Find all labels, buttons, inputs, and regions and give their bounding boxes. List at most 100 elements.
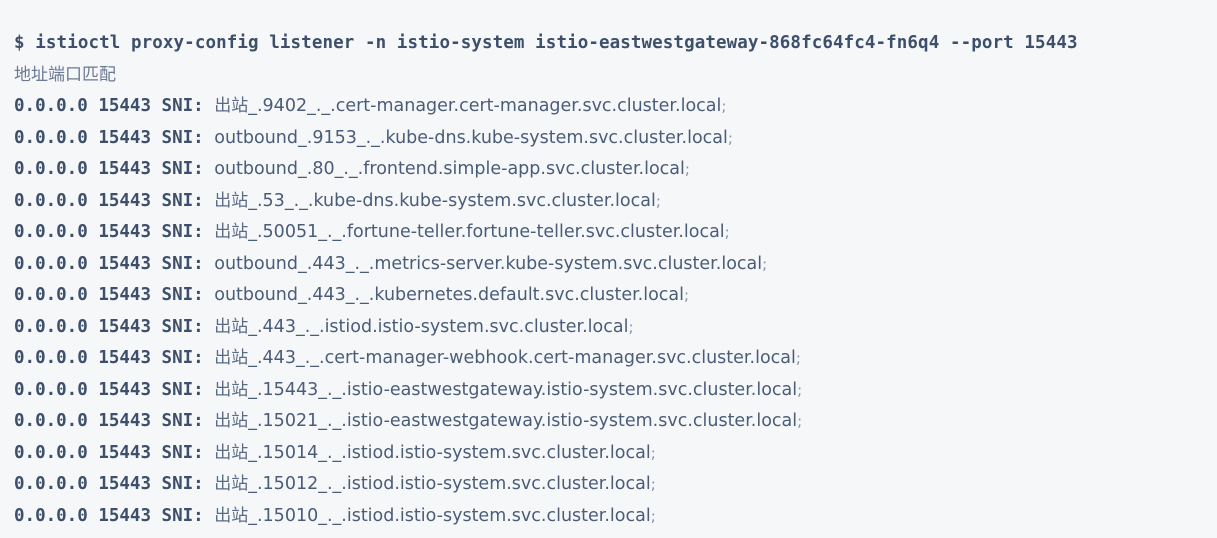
traffic-direction: 出站: [214, 442, 249, 463]
sni-destination: _.443_._.istiod.istio-system.svc.cluster…: [248, 316, 629, 337]
command-text: istioctl proxy-config listener -n istio-…: [35, 33, 1078, 53]
sni-destination: _.80_._.frontend.simple-app.svc.cluster.…: [298, 159, 685, 179]
spacer: [151, 348, 162, 368]
listener-row: 0.0.0.0 15443 SNI: 出站_.443_._.istiod.ist…: [14, 312, 1217, 344]
spacer: [88, 285, 99, 305]
traffic-direction: 出站: [214, 379, 249, 400]
traffic-direction: 出站: [214, 190, 249, 211]
spacer: [151, 254, 162, 274]
traffic-direction: outbound: [214, 285, 299, 305]
line-terminator: ;: [650, 443, 656, 462]
traffic-direction: outbound: [214, 127, 299, 148]
shell-prompt: $: [14, 33, 36, 53]
spacer: [151, 159, 162, 179]
spacer: [88, 191, 99, 211]
listener-port: 15443: [98, 190, 151, 211]
spacer: [88, 474, 99, 494]
listener-address: 0.0.0.0: [14, 222, 88, 242]
match-type-label: SNI:: [161, 316, 215, 337]
match-type-label: SNI:: [161, 127, 215, 148]
table-header: 地址端口匹配: [14, 64, 116, 85]
listener-row: 0.0.0.0 15443 SNI: 出站_.15021_._.istio-ea…: [14, 406, 1217, 438]
sni-destination: _.15012_._.istiod.istio-system.svc.clust…: [248, 474, 651, 494]
traffic-direction: 出站: [214, 222, 249, 242]
spacer: [151, 222, 162, 242]
sni-destination: _.443_._.cert-manager-webhook.cert-manag…: [248, 348, 796, 368]
spacer: [151, 443, 162, 463]
listener-port: 15443: [98, 411, 151, 431]
match-type-label: SNI:: [161, 379, 215, 400]
listener-row: 0.0.0.0 15443 SNI: 出站_.50051_._.fortune-…: [14, 217, 1217, 249]
listener-row: 0.0.0.0 15443 SNI: 出站_.15014_._.istiod.i…: [14, 438, 1217, 470]
listener-row: 0.0.0.0 15443 SNI: outbound_.80_._.front…: [14, 154, 1217, 186]
traffic-direction: outbound: [214, 159, 299, 179]
match-type-label: SNI:: [161, 96, 215, 116]
traffic-direction: 出站: [214, 505, 249, 526]
line-terminator: ;: [684, 160, 690, 178]
listener-port: 15443: [98, 96, 151, 116]
match-type-label: SNI:: [161, 190, 215, 211]
listener-address: 0.0.0.0: [14, 127, 88, 148]
match-type-label: SNI:: [161, 159, 215, 179]
listener-address: 0.0.0.0: [14, 348, 88, 368]
spacer: [88, 380, 99, 400]
listener-port: 15443: [98, 348, 151, 368]
listener-port: 15443: [98, 285, 151, 305]
listener-row: 0.0.0.0 15443 SNI: 出站_.53_._.kube-dns.ku…: [14, 186, 1217, 218]
line-terminator: ;: [655, 191, 661, 210]
listener-port: 15443: [98, 442, 151, 463]
listener-address: 0.0.0.0: [14, 96, 88, 116]
sni-destination: _.443_._.kubernetes.default.svc.cluster.…: [298, 285, 685, 305]
listener-address: 0.0.0.0: [14, 253, 88, 274]
listener-port: 15443: [98, 379, 151, 400]
sni-destination: _.15014_._.istiod.istio-system.svc.clust…: [248, 442, 651, 463]
spacer: [88, 96, 99, 116]
spacer: [151, 285, 162, 305]
spacer: [88, 254, 99, 274]
listener-address: 0.0.0.0: [14, 316, 88, 337]
match-type-label: SNI:: [161, 442, 215, 463]
match-type-label: SNI:: [161, 411, 215, 431]
listener-address: 0.0.0.0: [14, 190, 88, 211]
spacer: [88, 443, 99, 463]
spacer: [151, 380, 162, 400]
listener-row: 0.0.0.0 15443 SNI: 出站_.15443_._.istio-ea…: [14, 375, 1217, 407]
spacer: [151, 411, 162, 431]
line-terminator: ;: [650, 475, 656, 493]
listener-row: 0.0.0.0 15443 SNI: outbound_.9153_._.kub…: [14, 123, 1217, 155]
listener-address: 0.0.0.0: [14, 285, 88, 305]
listener-port: 15443: [98, 316, 151, 337]
match-type-label: SNI:: [161, 348, 215, 368]
listener-address: 0.0.0.0: [14, 442, 88, 463]
sni-destination: _.443_._.metrics-server.kube-system.svc.…: [298, 253, 763, 274]
listener-port: 15443: [98, 127, 151, 148]
listener-row: 0.0.0.0 15443 SNI: 出站_.15012_._.istiod.i…: [14, 469, 1217, 501]
listener-row: 0.0.0.0 15443 SNI: 出站_.443_._.cert-manag…: [14, 343, 1217, 375]
line-terminator: ;: [650, 506, 656, 525]
match-type-label: SNI:: [161, 253, 215, 274]
listener-row: 0.0.0.0 15443 SNI: 出站_.15010_._.istiod.i…: [14, 501, 1217, 533]
spacer: [151, 96, 162, 116]
listener-row: 0.0.0.0 15443 SNI: outbound_.443_._.metr…: [14, 249, 1217, 281]
line-terminator: ;: [721, 97, 727, 115]
listener-address: 0.0.0.0: [14, 505, 88, 526]
listener-address: 0.0.0.0: [14, 411, 88, 431]
spacer: [88, 411, 99, 431]
spacer: [88, 317, 99, 337]
sni-destination: _.50051_._.fortune-teller.fortune-teller…: [248, 222, 725, 242]
listener-port: 15443: [98, 222, 151, 242]
line-terminator: ;: [727, 128, 733, 147]
line-terminator: ;: [762, 254, 768, 273]
listener-port: 15443: [98, 505, 151, 526]
spacer: [88, 348, 99, 368]
sni-destination: _.15021_._.istio-eastwestgateway.istio-s…: [248, 411, 798, 431]
listener-address: 0.0.0.0: [14, 379, 88, 400]
traffic-direction: outbound: [214, 253, 299, 274]
listener-port: 15443: [98, 253, 151, 274]
sni-destination: _.9153_._.kube-dns.kube-system.svc.clust…: [298, 127, 728, 148]
spacer: [88, 159, 99, 179]
traffic-direction: 出站: [214, 348, 249, 368]
listener-row: 0.0.0.0 15443 SNI: outbound_.443_._.kube…: [14, 280, 1217, 312]
match-type-label: SNI:: [161, 285, 215, 305]
